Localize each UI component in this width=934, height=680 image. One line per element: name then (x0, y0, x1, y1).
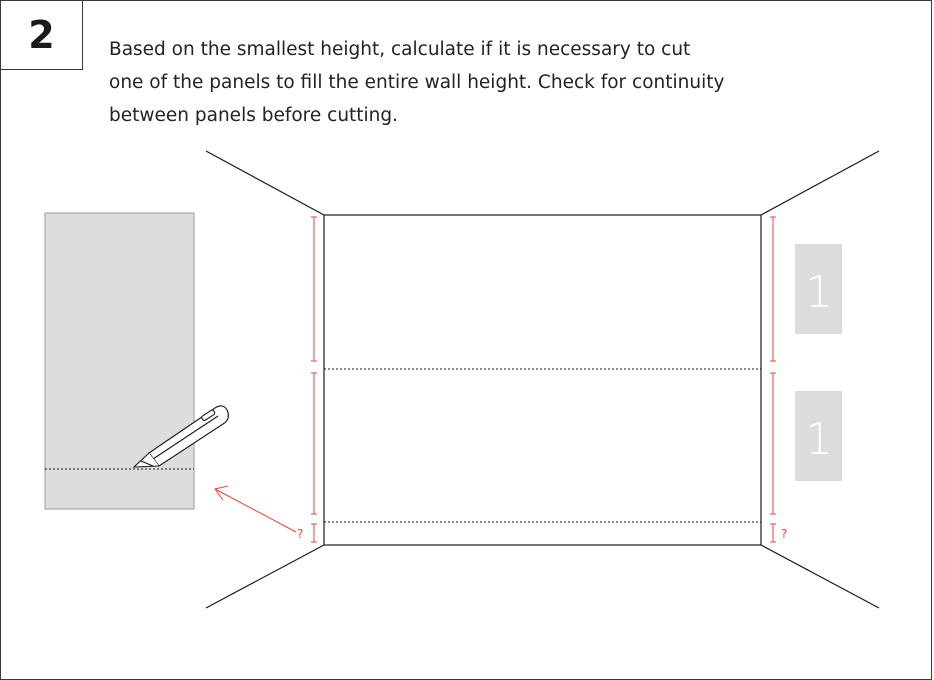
room-perspective-lines (205, 150, 880, 609)
cut-panel (44, 212, 195, 510)
instruction-line-2: one of the panels to fill the entire wal… (109, 72, 725, 93)
arrow-icon (214, 485, 297, 533)
back-wall (323, 214, 762, 546)
left-unknown-marker: ? (297, 527, 303, 541)
panel-lower: 1 (795, 391, 842, 481)
panel-seams (324, 368, 761, 523)
ceiling-left-edge (205, 150, 325, 216)
panel-upper-label: 1 (805, 267, 833, 318)
step-number: 2 (1, 1, 83, 70)
right-dimension-markers (770, 216, 776, 543)
utility-knife-icon (132, 405, 229, 468)
floor-left-edge (205, 544, 325, 609)
right-unknown-marker: ? (781, 527, 787, 541)
floor-right-edge (760, 544, 880, 609)
instruction-line-3: between panels before cutting. (109, 105, 399, 126)
instruction-line-1: Based on the smallest height, calculate … (109, 39, 691, 60)
left-dimension-markers (311, 216, 317, 543)
ceiling-right-edge (760, 150, 880, 216)
instruction-text: Based on the smallest height, calculate … (109, 33, 829, 132)
panel-lower-label: 1 (805, 414, 833, 465)
panel-upper: 1 (795, 244, 842, 334)
